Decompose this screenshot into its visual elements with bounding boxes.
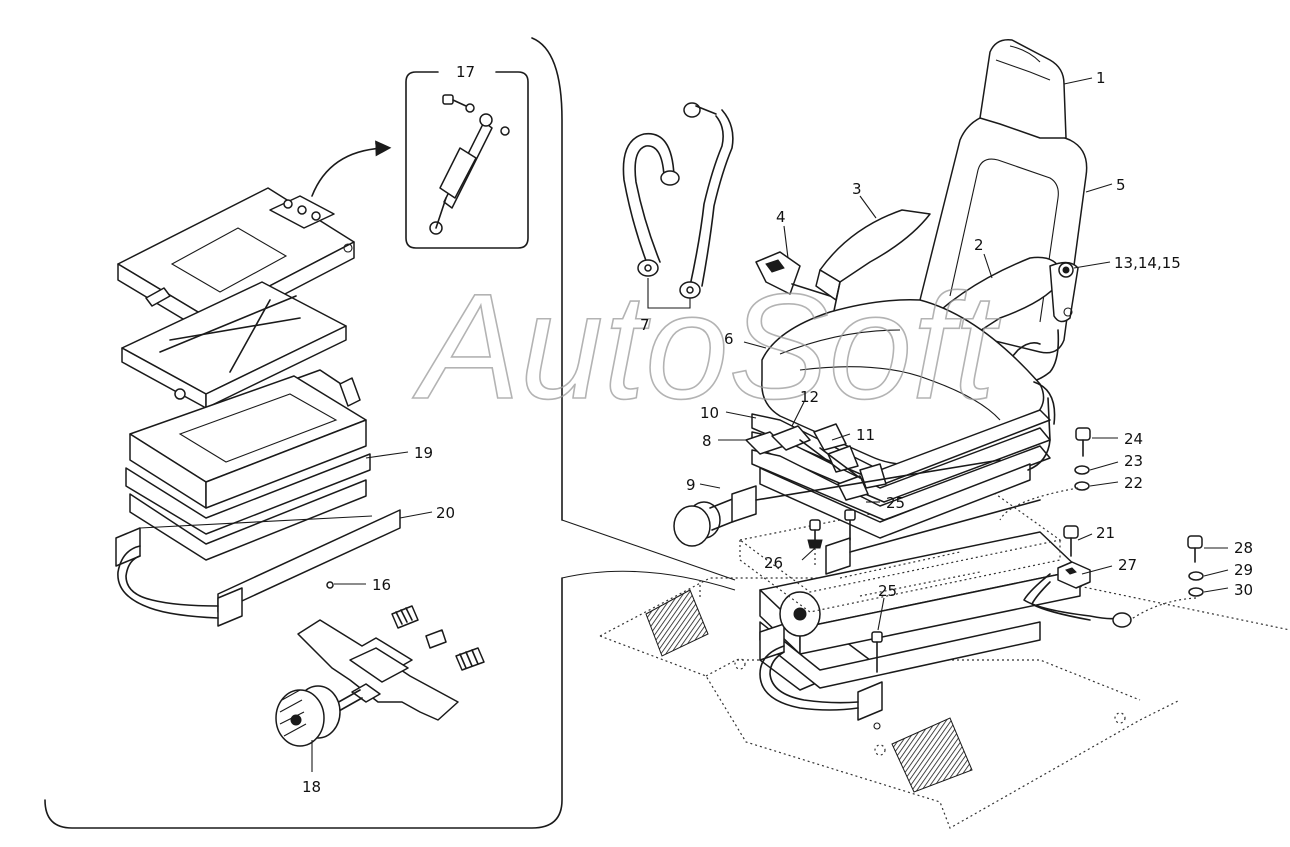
callout-26: 26 (764, 554, 783, 572)
seat-cushion (761, 299, 1045, 465)
callout-11: 11 (856, 426, 875, 444)
armrest-left (815, 209, 931, 331)
detail-panel-frame (44, 37, 736, 829)
callout-25-upper: 25 (886, 494, 905, 512)
callout-13-14-15: 13,14,15 (1114, 254, 1181, 272)
callout-21: 21 (1096, 524, 1115, 542)
height-adjuster-plate (297, 619, 459, 721)
callout-29: 29 (1234, 561, 1253, 579)
callout-17: 17 (456, 63, 475, 81)
springs (391, 605, 485, 671)
adjust-knob-18 (275, 685, 363, 747)
lumbar-knob (673, 495, 743, 547)
dotted-connectors (814, 487, 1197, 621)
ground-block-27 (1023, 561, 1132, 628)
bolt-25-upper (844, 509, 856, 541)
bolt-28-stack (1187, 535, 1204, 597)
carriage-dotted (738, 489, 1062, 613)
bolt-26 (807, 519, 823, 549)
seat-rails-upper (731, 459, 1041, 575)
callout-2: 2 (974, 236, 984, 254)
callout-7: 7 (640, 316, 650, 334)
detail-arrow (311, 140, 392, 197)
bolt-25-lower (871, 631, 883, 730)
callout-18: 18 (302, 778, 321, 796)
gas-spring-washer (500, 126, 510, 136)
watermark: AutoSoft (412, 262, 1001, 430)
gas-spring (429, 113, 493, 235)
callout-27: 27 (1118, 556, 1137, 574)
suspension-housing-19 (125, 369, 371, 561)
scissor-mechanism (121, 281, 347, 409)
leader-lines (311, 77, 1229, 772)
callout-30: 30 (1234, 581, 1253, 599)
callout-22: 22 (1124, 474, 1143, 492)
callout-10: 10 (700, 404, 719, 422)
ground-strap-1 (622, 132, 680, 277)
callout-25-lower: 25 (878, 582, 897, 600)
gas-spring-inset (405, 71, 529, 249)
callout-23: 23 (1124, 452, 1143, 470)
callout-8: 8 (702, 432, 712, 450)
callout-16: 16 (372, 576, 391, 594)
callout-24: 24 (1124, 430, 1143, 448)
strap-leader (647, 278, 691, 309)
callout-1: 1 (1096, 69, 1106, 87)
adjust-levers (745, 423, 887, 501)
bolt-21 (1063, 525, 1079, 557)
callout-labels: 1 5 3 4 2 13,14,15 7 6 12 10 11 8 9 25 2… (302, 63, 1253, 796)
callout-4: 4 (776, 208, 786, 226)
callout-5: 5 (1116, 176, 1126, 194)
base-assembly (759, 531, 1081, 721)
callout-20: 20 (436, 504, 455, 522)
callout-12: 12 (800, 388, 819, 406)
gas-spring-bolt (442, 94, 475, 113)
callout-28: 28 (1234, 539, 1253, 557)
callout-6: 6 (724, 330, 734, 348)
pin-16 (326, 581, 334, 589)
callout-3: 3 (852, 180, 862, 198)
callout-9: 9 (686, 476, 696, 494)
bolt-24-stack (1074, 427, 1091, 491)
mounting-frame-20 (115, 509, 401, 627)
callout-19: 19 (414, 444, 433, 462)
